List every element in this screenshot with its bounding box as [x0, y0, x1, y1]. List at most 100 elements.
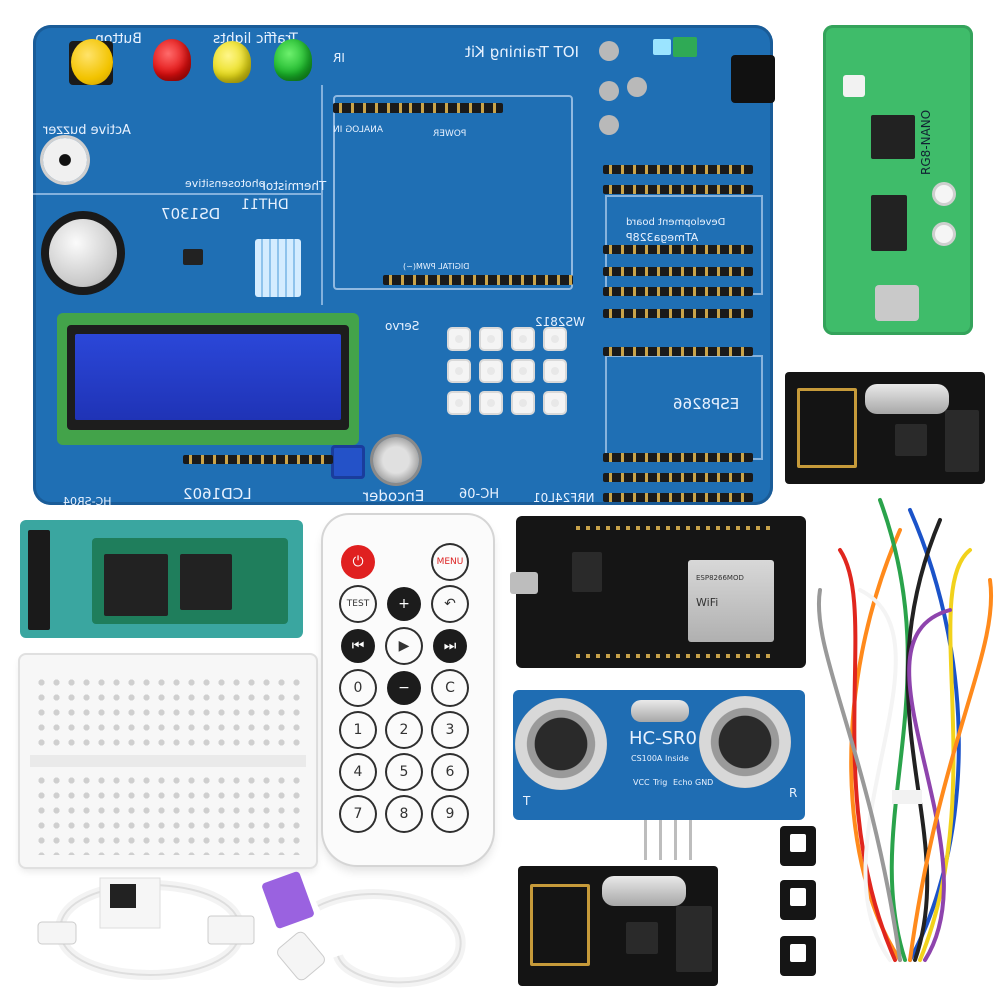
- green-led: [274, 39, 312, 81]
- pin-header: [945, 410, 979, 472]
- jumper-cap: [780, 880, 816, 920]
- rotary-encoder[interactable]: [373, 437, 419, 483]
- ds1307-label: DS1307: [161, 205, 221, 223]
- pin-header: [676, 906, 712, 972]
- bt-flash: [180, 554, 232, 610]
- hcsr04-module: HC-SR0 CS100A Inside VCC Trig Echo GND T…: [513, 690, 805, 820]
- digit-9-button[interactable]: 9: [433, 797, 467, 831]
- play-button[interactable]: ▶: [387, 629, 421, 663]
- arduino-outline: [333, 95, 573, 290]
- digit-7-button[interactable]: 7: [341, 797, 375, 831]
- digital-header: [383, 275, 573, 285]
- encoder-label: Encoder: [363, 487, 425, 505]
- wifi-label: WiFi: [696, 596, 719, 609]
- antenna-trace: [797, 388, 857, 468]
- header-row: [603, 473, 753, 482]
- digit-3-button[interactable]: 3: [433, 713, 467, 747]
- menu-button[interactable]: MENU: [433, 545, 467, 579]
- digit-1-button[interactable]: 1: [341, 713, 375, 747]
- yellow-led: [213, 41, 251, 83]
- digit-5-button[interactable]: 5: [387, 755, 421, 789]
- rgb-led: [449, 361, 469, 381]
- ir-label: IR: [333, 51, 345, 65]
- rgb-led: [513, 361, 533, 381]
- user-button[interactable]: [935, 225, 953, 243]
- pin-gnd: GND: [695, 778, 714, 787]
- push-button[interactable]: [71, 39, 113, 85]
- rgb-led: [513, 329, 533, 349]
- rgb-led: [481, 393, 501, 413]
- pin-echo: Echo: [673, 778, 693, 787]
- pin-row: [576, 526, 776, 530]
- pin-trig: Trig: [653, 778, 668, 787]
- power-button[interactable]: ⏻: [341, 545, 375, 579]
- capacitor: [627, 77, 647, 97]
- reset-button[interactable]: [935, 185, 953, 203]
- pin-vcc: VCC: [633, 778, 650, 787]
- cable-tie: [892, 790, 922, 804]
- buzzer: [43, 138, 87, 182]
- prev-button[interactable]: ⏮: [341, 629, 375, 663]
- bluetooth-module: [20, 520, 303, 638]
- rgb-led: [481, 329, 501, 349]
- c-button[interactable]: C: [433, 671, 467, 705]
- header-row: [603, 267, 753, 276]
- minus-button[interactable]: −: [387, 671, 421, 705]
- ultrasonic-receiver: [699, 696, 791, 788]
- test-button[interactable]: TEST: [341, 587, 375, 621]
- header-row: [603, 287, 753, 296]
- ws2812-label: WS2812: [535, 315, 586, 329]
- usb-serial-chip: [572, 552, 602, 592]
- esp-shield: WiFi ESP8266MOD: [688, 560, 774, 642]
- digit-0-button[interactable]: 0: [341, 671, 375, 705]
- hcsr-label: HC-SR0: [629, 728, 697, 749]
- header-row: [603, 185, 753, 194]
- r-label: R: [789, 786, 798, 800]
- crystal: [631, 700, 689, 722]
- usb-c-cable: [262, 871, 466, 988]
- nrf24-module-top: [785, 372, 985, 484]
- potentiometer[interactable]: [331, 445, 365, 479]
- next-button[interactable]: ⏭: [433, 629, 467, 663]
- capacitor: [599, 115, 619, 135]
- analog-header: [333, 103, 405, 113]
- divider: [33, 193, 321, 195]
- divider: [321, 85, 323, 305]
- nano-board: RG8-NANO: [823, 25, 973, 335]
- rgb-led: [545, 361, 565, 381]
- lcd-header: [183, 455, 333, 464]
- t-label: T: [523, 794, 531, 808]
- dht11-sensor: [255, 239, 301, 297]
- servo-label: Servo: [385, 319, 420, 333]
- digit-4-button[interactable]: 4: [341, 755, 375, 789]
- back-button[interactable]: ↶: [433, 587, 467, 621]
- mcu-chip: [871, 115, 915, 159]
- rgb-led: [513, 393, 533, 413]
- switch[interactable]: [653, 39, 671, 55]
- rtc-chip: [183, 249, 203, 265]
- digit-8-button[interactable]: 8: [387, 797, 421, 831]
- header-row: [603, 493, 753, 502]
- rgb-led: [481, 361, 501, 381]
- plus-button[interactable]: +: [387, 587, 421, 621]
- dht11-label: DHT11: [241, 197, 289, 213]
- board-title: IOT Training Kit: [465, 43, 580, 61]
- power-jack: [731, 55, 775, 103]
- lcd-screen: [75, 334, 341, 420]
- lcd1602-label: LCD1602: [183, 485, 252, 503]
- usb-c-port: [875, 285, 919, 321]
- jumper-cap: [780, 826, 816, 866]
- micro-usb-port: [510, 572, 538, 594]
- digit-6-button[interactable]: 6: [433, 755, 467, 789]
- bt-chip: [104, 554, 168, 616]
- rgb-led: [545, 393, 565, 413]
- capacitor: [599, 41, 619, 61]
- digit-2-button[interactable]: 2: [387, 713, 421, 747]
- terminal-block: [673, 37, 697, 57]
- nodemcu-board: WiFi ESP8266MOD: [510, 516, 806, 668]
- hcsr-board-label: HC-SR04: [63, 495, 112, 508]
- jumper-wires: [817, 498, 994, 962]
- pin-row: [576, 654, 776, 658]
- coin-battery: [49, 219, 117, 287]
- hcsr-pins: [636, 820, 696, 860]
